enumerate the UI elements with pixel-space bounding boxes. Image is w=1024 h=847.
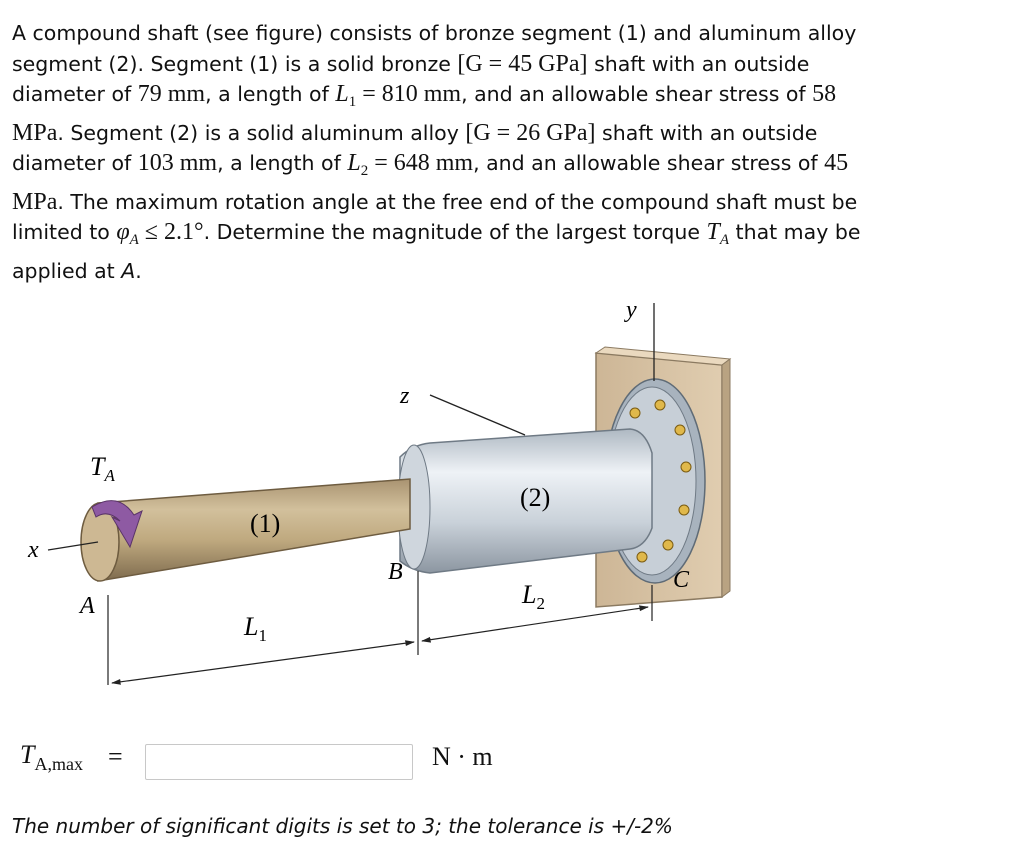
problem-line-2: segment (2). Segment (1) is a solid bron…: [12, 50, 810, 77]
answer-label: TA,max: [20, 740, 83, 774]
length-l1: = 810 mm: [356, 81, 462, 107]
flange-bolt: [636, 551, 648, 563]
axis-lines: [47, 303, 655, 551]
label-segment-2: (2): [520, 483, 550, 512]
problem-line-8: applied at A.: [12, 258, 142, 283]
torque-arrow-icon: [91, 500, 143, 549]
aluminum-allowable-stress: 45: [824, 150, 849, 176]
flange-bolt: [678, 504, 690, 516]
problem-line-1: A compound shaft (see figure) consists o…: [12, 21, 857, 45]
dimension-lines: [107, 571, 653, 685]
rotation-limit: ≤ 2.1°: [138, 219, 204, 245]
problem-line-6: MPa. The maximum rotation angle at the f…: [12, 188, 858, 215]
torque-answer-input[interactable]: [145, 744, 413, 780]
tolerance-note: The number of significant digits is set …: [12, 814, 673, 838]
flange-bolt: [654, 399, 666, 411]
answer-equals: =: [108, 742, 123, 771]
label-point-c: C: [673, 567, 690, 593]
answer-unit: N · m: [432, 742, 493, 771]
flange-bolt: [680, 461, 692, 473]
aluminum-diameter: 103 mm: [137, 150, 218, 176]
flange-bolt: [674, 424, 686, 436]
problem-line-4: MPa. Segment (2) is a solid aluminum all…: [12, 119, 818, 146]
aluminum-modulus: [G = 26 GPa]: [465, 119, 596, 146]
problem-line-3: diameter of 79 mm, a length of L1 = 810 …: [12, 81, 837, 110]
bronze-modulus: [G = 45 GPa]: [457, 50, 588, 77]
answer-row: TA,max = N · m: [20, 740, 620, 786]
label-torque: TA: [90, 452, 115, 485]
flange-bolt: [662, 539, 674, 551]
label-segment-1: (1): [250, 509, 280, 538]
label-z-axis: z: [399, 383, 410, 409]
problem-line-5: diameter of 103 mm, a length of L2 = 648…: [12, 150, 849, 179]
problem-line-7: limited to φA ≤ 2.1°. Determine the magn…: [12, 219, 861, 248]
compound-shaft-figure: TA x y z A B C (1) (2) L1 L2: [27, 297, 732, 685]
label-length-l2: L2: [521, 580, 545, 613]
label-point-b: B: [388, 559, 403, 585]
label-length-l1: L1: [243, 612, 267, 645]
length-l2: = 648 mm: [368, 150, 474, 176]
label-x-axis: x: [27, 537, 39, 563]
label-y-axis: y: [624, 297, 637, 323]
bronze-allowable-stress: 58: [812, 81, 837, 107]
bronze-diameter: 79 mm: [137, 81, 206, 107]
problem-statement: A compound shaft (see figure) consists o…: [12, 18, 1012, 286]
label-point-a: A: [78, 593, 95, 619]
flange-bolt: [629, 407, 641, 419]
